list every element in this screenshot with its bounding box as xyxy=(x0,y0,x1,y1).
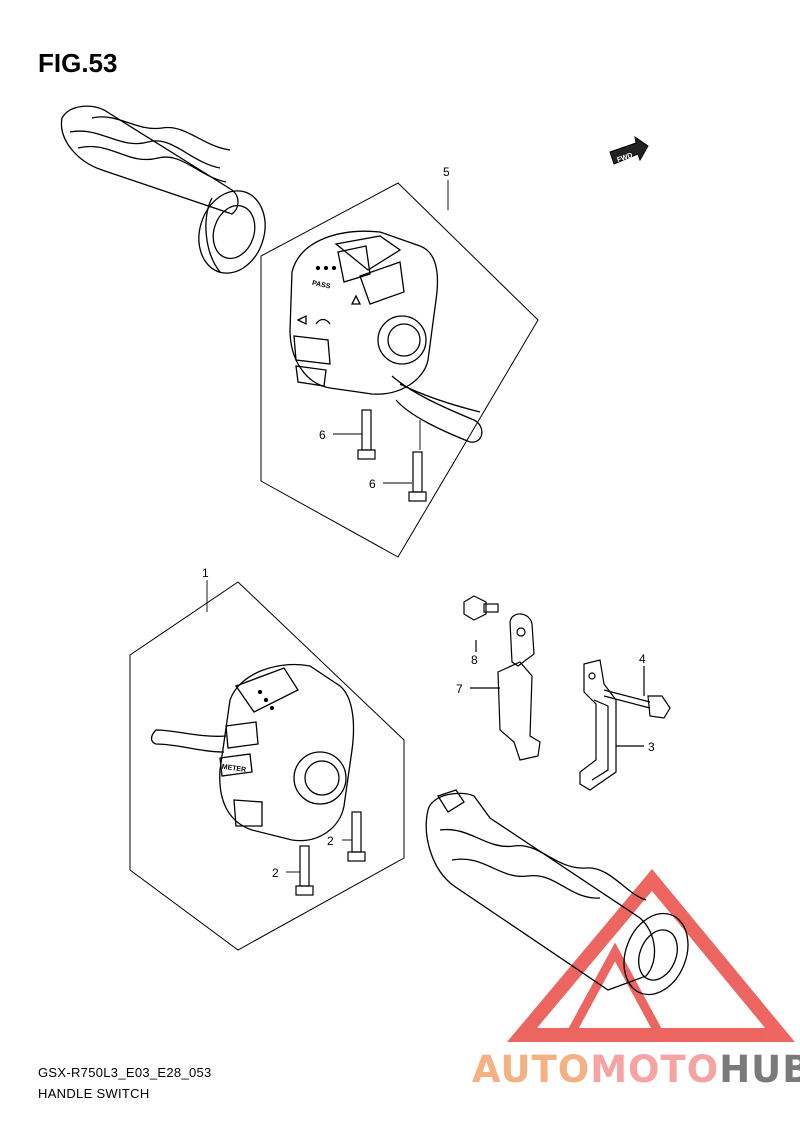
fwd-arrow-icon: FWD xyxy=(609,135,649,165)
meter-label: METER xyxy=(221,764,246,774)
callout-4: 4 xyxy=(639,652,646,666)
bracket-7 xyxy=(470,613,541,761)
leaders-top xyxy=(333,180,449,484)
screw-2a xyxy=(295,845,314,896)
bracket-3 xyxy=(579,659,644,791)
watermark-triangle-icon xyxy=(506,869,795,1042)
assembly-frame-5 xyxy=(260,182,539,558)
assembly-frame-1 xyxy=(129,581,405,951)
callout-6b: 6 xyxy=(369,477,376,491)
leaders-bottom xyxy=(206,580,352,873)
callout-1: 1 xyxy=(202,566,209,580)
callout-5: 5 xyxy=(443,165,450,179)
figure-name: HANDLE SWITCH xyxy=(38,1086,150,1101)
callout-2b: 2 xyxy=(327,834,334,848)
watermark-part-auto: AUTO xyxy=(472,1048,591,1091)
watermark-logo: AUTOMOTOHUB xyxy=(472,1048,800,1091)
watermark-part-hub: HUB xyxy=(719,1048,800,1091)
screw-6b xyxy=(408,451,427,502)
left-grip xyxy=(60,105,266,274)
figure-code: GSX-R750L3_E03_E28_053 xyxy=(38,1065,212,1080)
pass-label: PASS xyxy=(311,280,331,291)
callout-3: 3 xyxy=(648,740,655,754)
callout-6a: 6 xyxy=(319,428,326,442)
right-handle-switch xyxy=(289,230,483,443)
figure-title: FIG.53 xyxy=(38,48,118,78)
callout-2a: 2 xyxy=(272,866,279,880)
callout-8: 8 xyxy=(471,653,478,667)
watermark-part-moto: MOTO xyxy=(590,1048,720,1091)
screw-6a xyxy=(357,409,376,460)
left-handle-switch xyxy=(150,663,355,842)
bolt-8 xyxy=(463,595,499,652)
right-grip xyxy=(425,789,689,996)
screw-2b xyxy=(347,811,366,862)
bolt-4 xyxy=(603,666,671,719)
callout-7: 7 xyxy=(456,682,463,696)
